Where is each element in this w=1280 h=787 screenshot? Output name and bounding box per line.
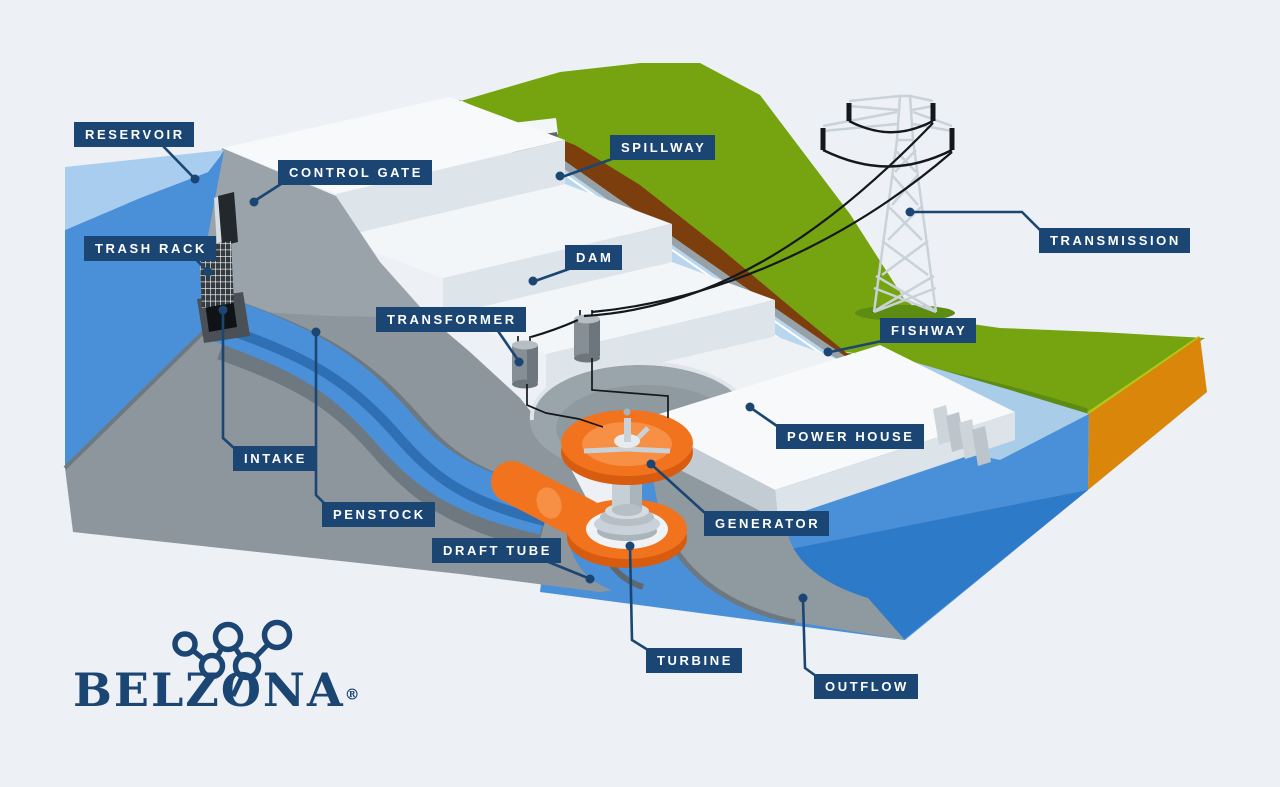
label-power-house: POWER HOUSE [776,424,924,449]
label-draft-tube: DRAFT TUBE [432,538,562,563]
pit-rim [529,360,750,421]
label-spillway: SPILLWAY [610,135,716,160]
wire-tower-1 [591,151,953,314]
leader-fishway [829,339,883,354]
dam-crest-face [336,140,565,238]
leader-control-gate [255,182,282,202]
powerhouse-roof [640,345,1015,490]
label-penstock: PENSTOCK [322,502,435,527]
penstock-pipe [214,298,553,551]
reservoir-water [65,150,227,468]
label-generator: GENERATOR [704,511,830,536]
label-turbine: TURBINE [646,648,742,673]
label-intake: INTAKE [233,446,317,471]
leader-generator [651,464,706,514]
leader-turbine [628,546,649,652]
tower-insulators [820,103,955,150]
label-outflow: OUTFLOW [814,674,918,699]
leader-transformer [496,330,520,361]
dam-terrace2-top [336,184,672,278]
transformer-2 [574,310,600,363]
leader-outflow [801,598,817,678]
wire-generator-1 [526,384,604,428]
label-fishway: FISHWAY [880,318,977,343]
leader-lines [162,145,1041,678]
scroll-case-ring [536,487,562,519]
label-transformer: TRANSFORMER [376,307,526,332]
generator-pin [624,418,631,442]
wire-link-transformers [530,318,579,339]
transformer-units [512,310,600,389]
label-dam: DAM [565,245,623,270]
generator-unit [561,408,693,485]
penstock-dark-edge [225,324,547,526]
turbine-unit [491,461,687,568]
wire-tower-2 [583,122,934,318]
reservoir-deep [65,151,227,468]
dam-terrace3-top [443,262,775,354]
intake-opening [205,298,237,332]
intake-headworks [206,148,430,318]
power-lines [526,122,953,428]
soil-orange-face [1088,337,1207,490]
leader-transmission [910,210,1041,231]
molecule-icon [172,619,293,698]
transformer-1 [512,336,538,389]
leader-dam [534,267,570,283]
brand-wordmark: BELZONA [73,663,345,717]
leader-spillway [561,157,613,179]
label-reservoir: RESERVOIR [74,122,194,147]
leader-penstock [314,333,326,505]
leader-intake [221,311,235,449]
tailrace-steps [933,405,991,466]
leader-power-house [750,406,778,428]
label-trash-rack: TRASH RACK [84,236,216,261]
wire-generator-2 [591,358,669,418]
reservoir-pale-band [65,150,224,230]
leader-reservoir [162,145,195,179]
registered-mark: ® [344,685,360,704]
leader-dots [190,171,915,603]
rock-water-edge [63,307,229,470]
label-transmission: TRANSMISSION [1039,228,1190,253]
headworks-face [206,148,430,318]
label-control-gate: CONTROL GATE [278,160,432,185]
belzona-logo: BELZONA® [73,664,360,716]
control-gate-slot [218,192,238,246]
generator-pin-tip [623,408,631,416]
leader-draft-tube [545,559,589,580]
